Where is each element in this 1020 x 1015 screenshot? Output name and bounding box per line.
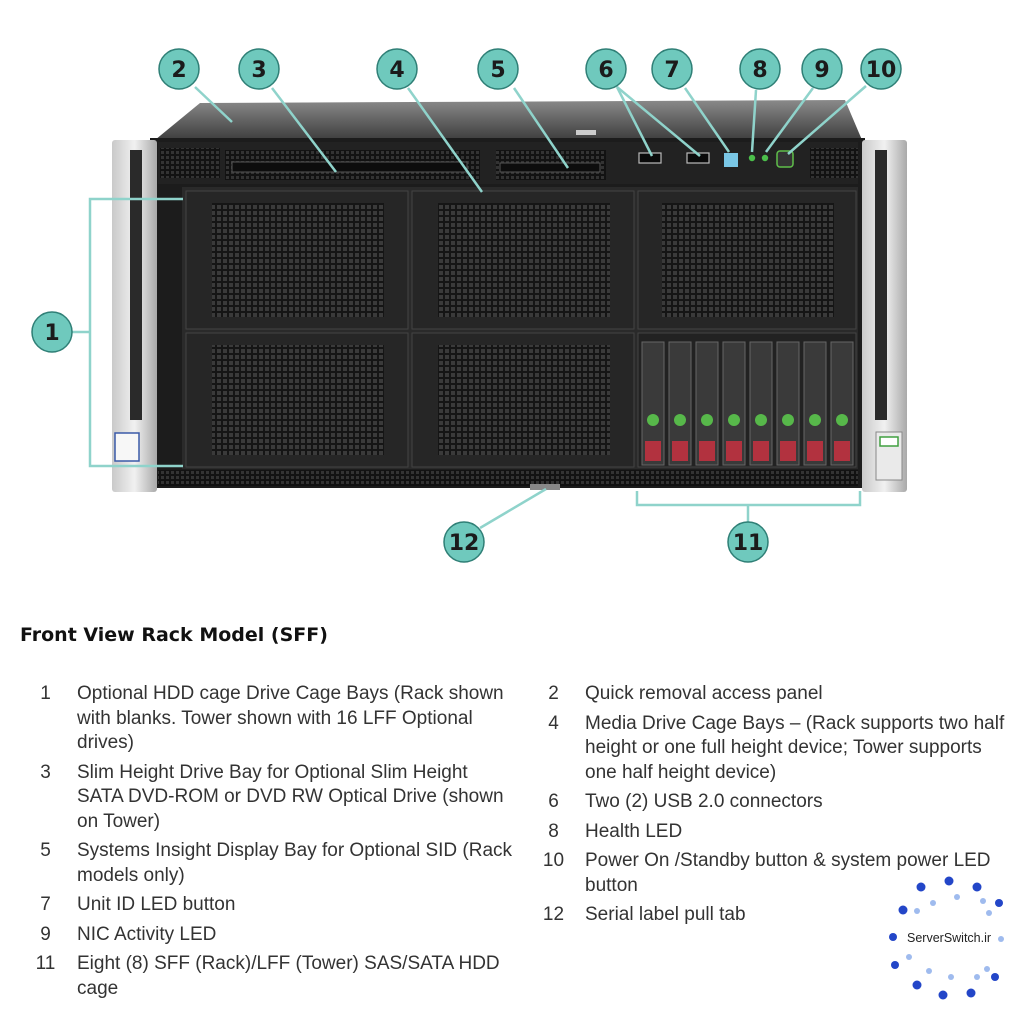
svg-text:10: 10 <box>866 58 897 83</box>
legend-number: 1 <box>40 683 51 704</box>
svg-text:1: 1 <box>44 321 59 346</box>
legend-item: 5 Systems Insight Display Bay for Optiona… <box>28 839 518 888</box>
svg-text:4: 4 <box>389 58 404 83</box>
dot-ring-icon <box>889 876 1004 1000</box>
sff-drive <box>722 341 746 466</box>
legend-text: Power On /Standby button & system power … <box>585 850 991 896</box>
legend-right-column: 2 Quick removal access panel 4 Media Drive… <box>536 682 1006 933</box>
callout-10: 10 <box>860 48 902 90</box>
legend-text: Serial label pull tab <box>585 904 746 925</box>
drive-cage-blank-1 <box>185 190 409 330</box>
sff-drive <box>830 341 854 466</box>
legend-number: 6 <box>548 791 559 812</box>
legend-number: 7 <box>40 894 51 915</box>
callout-6: 6 <box>585 48 627 90</box>
sff-drive-cage <box>637 332 857 468</box>
callout-5: 5 <box>477 48 519 90</box>
uid-button <box>724 153 738 167</box>
legend-text: Media Drive Cage Bays – (Rack supports t… <box>585 712 1005 783</box>
access-panel <box>155 100 862 140</box>
callout-4: 4 <box>376 48 418 90</box>
svg-text:2: 2 <box>171 58 186 83</box>
legend-item: 8 Health LED <box>536 820 1006 845</box>
callout-12: 12 <box>443 521 485 563</box>
legend-text: Quick removal access panel <box>585 683 823 704</box>
legend-text: Optional HDD cage Drive Cage Bays (Rack … <box>77 683 504 753</box>
sff-drive <box>695 341 719 466</box>
legend-number: 5 <box>40 840 51 861</box>
callout-3: 3 <box>238 48 280 90</box>
svg-text:5: 5 <box>490 58 505 83</box>
leader-lines <box>71 85 867 530</box>
legend-item: 10 Power On /Standby button & system powe… <box>536 849 1006 898</box>
legend-item: 9 NIC Activity LED <box>28 923 518 948</box>
legend-item: 4 Media Drive Cage Bays – (Rack supports … <box>536 712 1006 786</box>
callout-2: 2 <box>158 48 200 90</box>
sff-drive <box>668 341 692 466</box>
svg-text:9: 9 <box>814 58 829 83</box>
legend-item: 12 Serial label pull tab <box>536 903 1006 928</box>
legend-text: Unit ID LED button <box>77 894 236 915</box>
watermark-text: ServerSwitch.ir <box>907 931 991 945</box>
health-led <box>748 154 756 162</box>
legend-item: 7 Unit ID LED button <box>28 893 518 918</box>
legend-item: 11 Eight (8) SFF (Rack)/LFF (Tower) SAS/S… <box>28 952 518 1001</box>
legend-number: 11 <box>35 953 56 974</box>
legend-item: 2 Quick removal access panel <box>536 682 1006 707</box>
sff-drive <box>641 341 665 466</box>
drive-cage-blank-5 <box>411 332 635 468</box>
drive-cage-blank-2 <box>411 190 635 330</box>
svg-text:11: 11 <box>733 531 764 556</box>
serverswitch-watermark-logo: ServerSwitch.ir <box>889 876 1004 1000</box>
server-front-view-diagram: 2 3 4 5 6 7 8 9 10 1 12 11 <box>31 48 907 563</box>
svg-text:7: 7 <box>664 58 679 83</box>
legend-number: 2 <box>548 683 559 704</box>
legend-text: Systems Insight Display Bay for Optional… <box>77 840 513 886</box>
intel-badge <box>114 432 140 462</box>
legend-item: 6 Two (2) USB 2.0 connectors <box>536 790 1006 815</box>
legend-left-column: 1 Optional HDD cage Drive Cage Bays (Rack… <box>28 682 518 1006</box>
legend-item: 1 Optional HDD cage Drive Cage Bays (Rack… <box>28 682 518 756</box>
power-button <box>776 150 794 168</box>
legend-item: 3 Slim Height Drive Bay for Optional Slim… <box>28 761 518 835</box>
legend-number: 9 <box>40 923 51 945</box>
figure-caption: Front View Rack Model (SFF) <box>20 624 328 646</box>
legend-text: Eight (8) SFF (Rack)/LFF (Tower) SAS/SAT… <box>77 953 500 999</box>
callout-1: 1 <box>31 311 73 353</box>
serial-label-tab <box>530 484 560 490</box>
legend-number: 3 <box>40 761 51 783</box>
legend-text: Slim Height Drive Bay for Optional Slim … <box>77 761 504 832</box>
callout-11: 11 <box>727 521 769 563</box>
legend-text: Two (2) USB 2.0 connectors <box>585 791 823 812</box>
legend-text: Health LED <box>585 820 683 842</box>
sff-drive <box>803 341 827 466</box>
legend-number: 8 <box>548 820 559 842</box>
callout-9: 9 <box>801 48 843 90</box>
legend-number: 12 <box>542 904 565 925</box>
svg-text:12: 12 <box>449 531 480 556</box>
sff-drive <box>749 341 773 466</box>
sff-drive <box>776 341 800 466</box>
drive-cage-blank-3 <box>637 190 857 330</box>
legend-number: 10 <box>542 850 565 871</box>
legend-number: 4 <box>548 712 559 734</box>
drive-cage-blank-4 <box>185 332 409 468</box>
svg-text:8: 8 <box>752 58 767 83</box>
legend-text: NIC Activity LED <box>77 923 217 945</box>
nic-led <box>761 154 769 162</box>
callout-8: 8 <box>739 48 781 90</box>
callout-7: 7 <box>651 48 693 90</box>
svg-text:6: 6 <box>598 58 613 83</box>
svg-text:3: 3 <box>251 58 266 83</box>
